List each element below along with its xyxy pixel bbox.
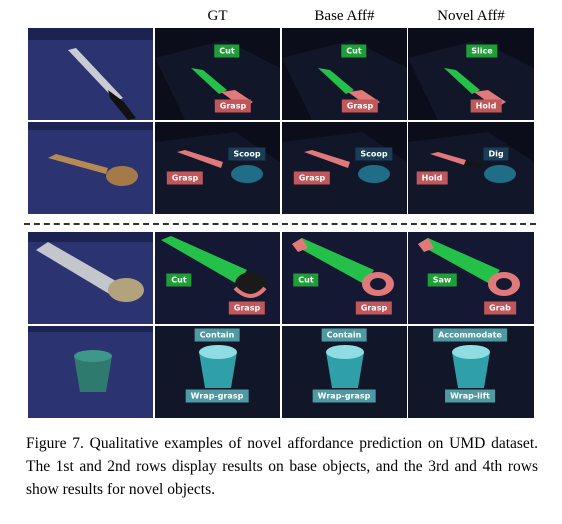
gt-label-1: Scoop bbox=[228, 147, 266, 161]
base-label-1: Cut bbox=[293, 273, 319, 287]
knife-photo bbox=[28, 28, 153, 120]
gt-mask-knife: Cut Grasp bbox=[155, 28, 280, 120]
novel-mask-knife: Slice Hold bbox=[408, 28, 534, 120]
base-label-2: Grasp bbox=[341, 99, 379, 113]
novel-label-1: Accommodate bbox=[433, 328, 507, 342]
gt-mask-cup: Contain Wrap-grasp bbox=[155, 326, 280, 418]
gt-label-2: Wrap-grasp bbox=[185, 389, 249, 403]
gt-label-2: Grasp bbox=[214, 99, 252, 113]
novel-label-2: Hold bbox=[416, 171, 448, 185]
base-label-2: Wrap-grasp bbox=[312, 389, 376, 403]
novel-mask-cup: Accommodate Wrap-lift bbox=[408, 326, 534, 418]
base-mask-spoon: Scoop Grasp bbox=[282, 122, 407, 214]
novel-mask-saw: Saw Grab bbox=[408, 232, 534, 324]
novel-label-1: Saw bbox=[427, 273, 457, 287]
rgb-image-spoon bbox=[28, 122, 153, 214]
novel-label-2: Wrap-lift bbox=[445, 389, 495, 403]
rgb-image-saw bbox=[28, 232, 153, 324]
base-label-1: Contain bbox=[321, 328, 367, 342]
base-label-2: Grasp bbox=[355, 301, 393, 315]
base-mask-cup: Contain Wrap-grasp bbox=[282, 326, 407, 418]
novel-label-2: Hold bbox=[470, 99, 502, 113]
base-label-1: Cut bbox=[341, 44, 367, 58]
gt-mask-spoon: Scoop Grasp bbox=[155, 122, 280, 214]
novel-mask-spoon: Dig Hold bbox=[408, 122, 534, 214]
gt-mask-saw: Cut Grasp bbox=[155, 232, 280, 324]
column-header-base: Base Aff# bbox=[314, 8, 375, 24]
gt-label-1: Cut bbox=[214, 44, 240, 58]
novel-label-1: Slice bbox=[466, 44, 498, 58]
novel-label-2: Grab bbox=[484, 301, 516, 315]
rgb-image-knife bbox=[28, 28, 153, 120]
gt-label-1: Contain bbox=[194, 328, 240, 342]
novel-label-1: Dig bbox=[483, 147, 509, 161]
base-label-1: Scoop bbox=[355, 147, 393, 161]
column-header-novel: Novel Aff# bbox=[437, 8, 505, 24]
column-header-gt: GT bbox=[207, 8, 228, 24]
gt-label-2: Grasp bbox=[228, 301, 266, 315]
gt-label-2: Grasp bbox=[166, 171, 204, 185]
rgb-image-cup bbox=[28, 326, 153, 418]
figure-caption: Figure 7. Qualitative examples of novel … bbox=[26, 435, 538, 498]
row-divider bbox=[24, 223, 536, 225]
base-mask-knife: Cut Grasp bbox=[282, 28, 407, 120]
base-label-2: Grasp bbox=[293, 171, 331, 185]
gt-label-1: Cut bbox=[166, 273, 192, 287]
base-mask-saw: Cut Grasp bbox=[282, 232, 407, 324]
